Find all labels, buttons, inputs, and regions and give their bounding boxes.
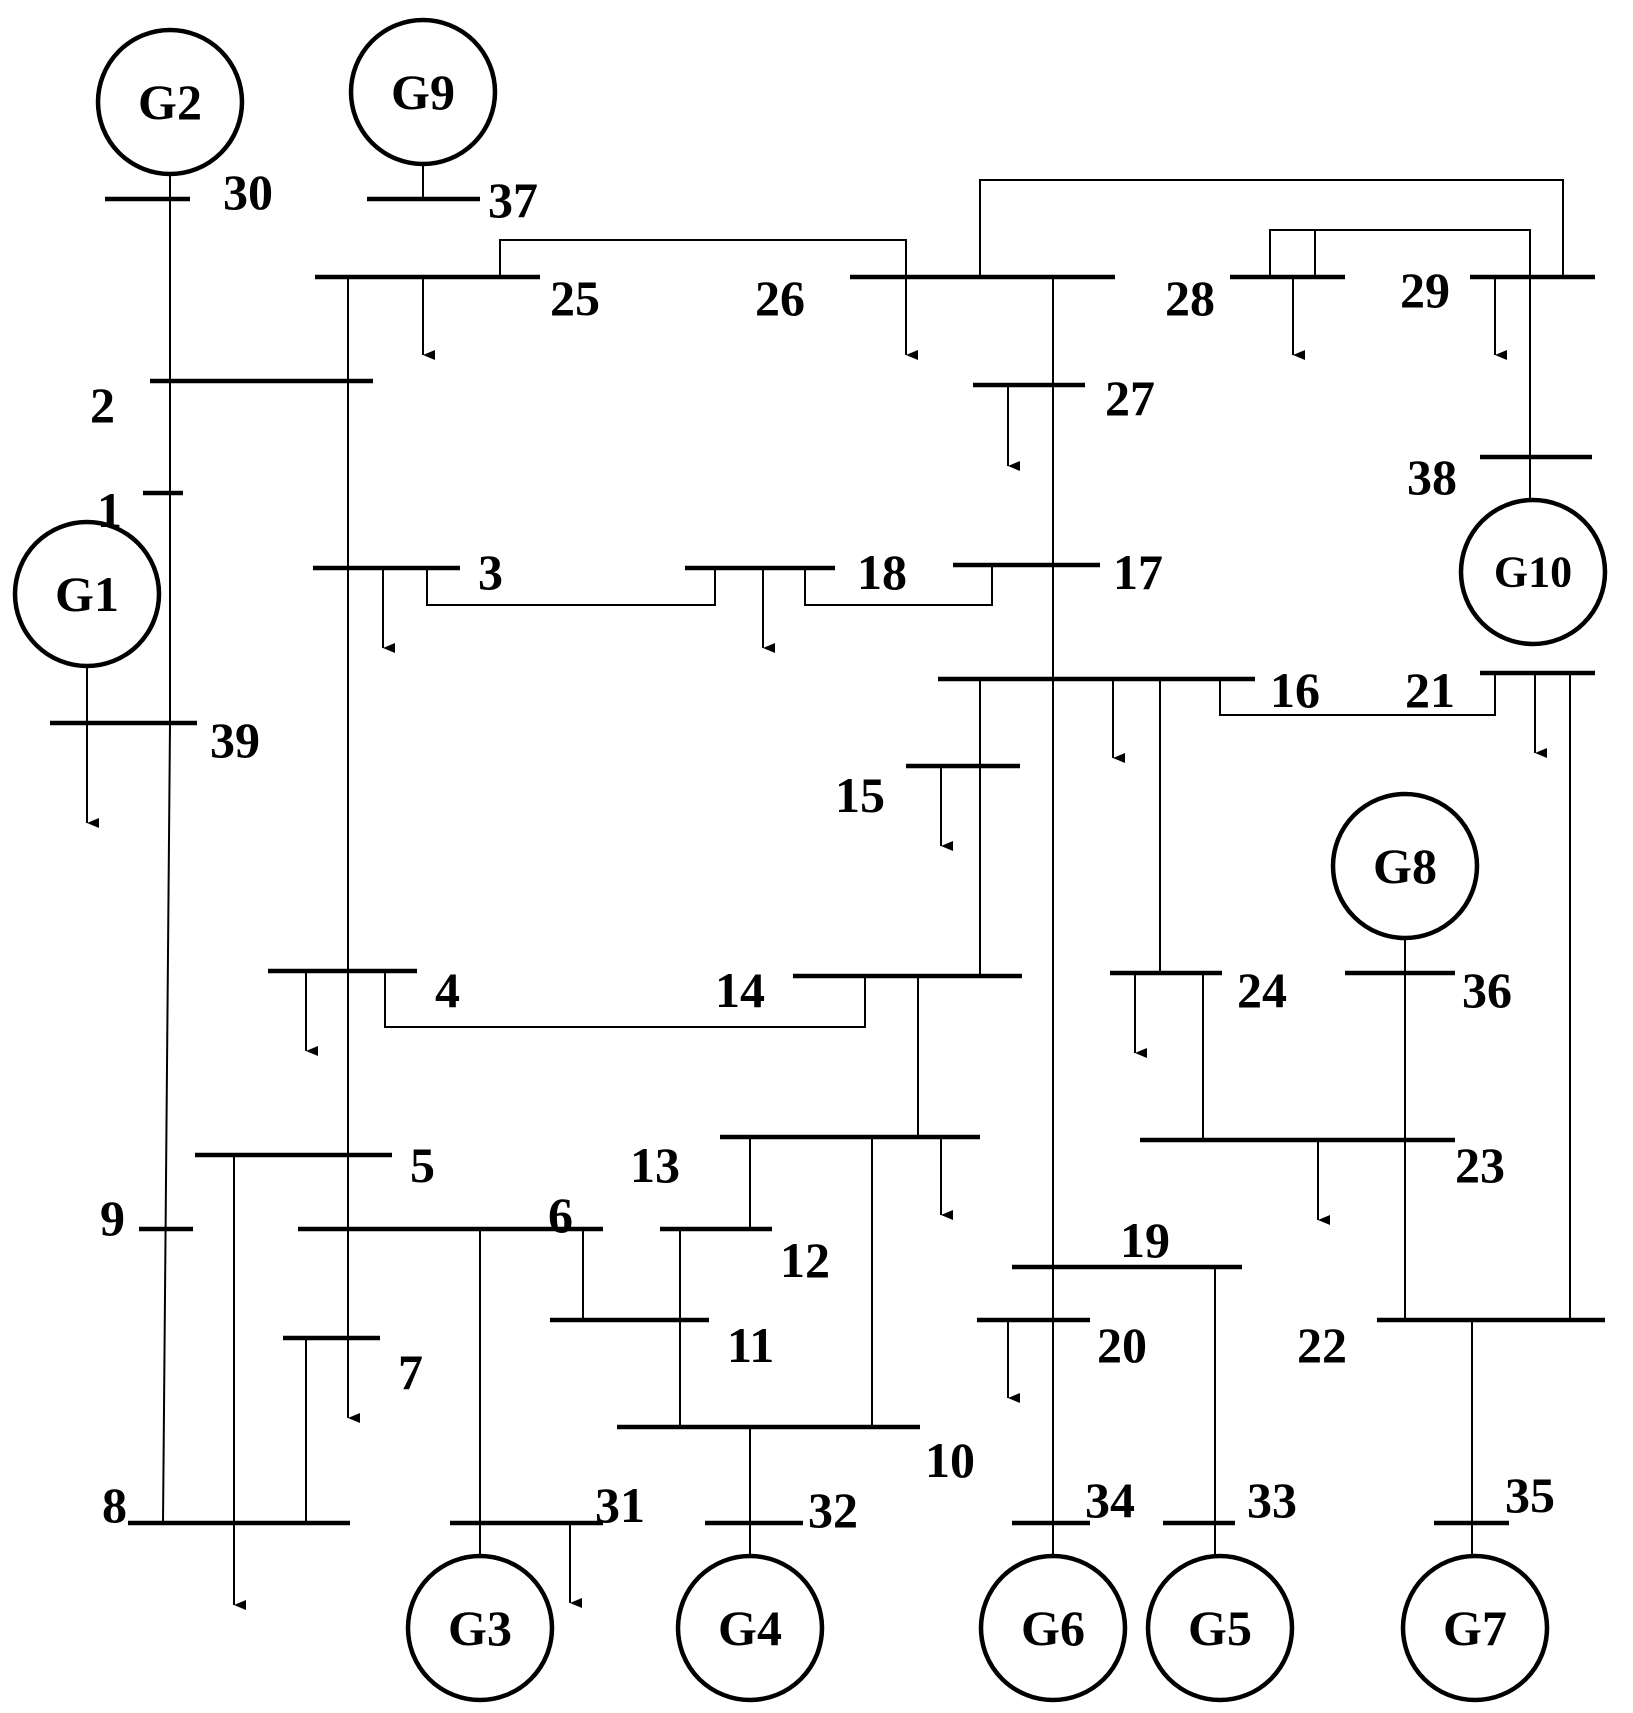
bus-label-39: 39 <box>210 712 260 768</box>
generator-g3-circle <box>405 1553 555 1703</box>
bus-label-18: 18 <box>857 544 907 600</box>
generator-label-g5: G5 <box>1188 1600 1252 1656</box>
bus-label-14: 14 <box>715 962 765 1018</box>
generators-layer <box>12 17 1608 1703</box>
bus-label-1: 1 <box>97 482 122 538</box>
generator-g5-circle <box>1145 1553 1295 1703</box>
generator-label-g4: G4 <box>718 1600 782 1656</box>
bus-label-21: 21 <box>1405 662 1455 718</box>
bus-label-16: 16 <box>1270 662 1320 718</box>
generator-g8-circle <box>1330 791 1480 941</box>
generator-label-g1: G1 <box>55 566 119 622</box>
bus-label-8: 8 <box>102 1477 127 1533</box>
bus-label-35: 35 <box>1505 1467 1555 1523</box>
bus-label-22: 22 <box>1297 1317 1347 1373</box>
generator-label-g2: G2 <box>138 74 202 130</box>
loads-layer <box>86 277 1547 1610</box>
generator-g9-circle <box>348 17 498 167</box>
connection-line-7 <box>1269 229 1316 277</box>
connection-line-14 <box>1219 673 1496 716</box>
bus-label-33: 33 <box>1247 1472 1297 1528</box>
bus-label-15: 15 <box>835 767 885 823</box>
generator-g6-circle <box>978 1553 1128 1703</box>
connection-line-11 <box>804 565 993 606</box>
connection-line-16 <box>384 971 866 1028</box>
bus-label-4: 4 <box>435 962 460 1018</box>
generator-g7-circle <box>1400 1553 1550 1703</box>
generator-label-g6: G6 <box>1021 1600 1085 1656</box>
bus-label-7: 7 <box>398 1344 423 1400</box>
bus-label-24: 24 <box>1237 962 1287 1018</box>
bus-label-23: 23 <box>1455 1137 1505 1193</box>
bus-label-17: 17 <box>1113 544 1163 600</box>
bus-label-9: 9 <box>100 1190 125 1246</box>
generator-label-g3: G3 <box>448 1600 512 1656</box>
connection-line-10 <box>426 568 716 606</box>
bus-label-11: 11 <box>727 1317 774 1373</box>
generator-label-g8: G8 <box>1373 838 1437 894</box>
generator-g10-circle <box>1458 497 1608 647</box>
bus-label-5: 5 <box>410 1137 435 1193</box>
bus-label-20: 20 <box>1097 1317 1147 1373</box>
bus-label-13: 13 <box>630 1137 680 1193</box>
connection-line-4 <box>499 239 907 277</box>
bus-label-6: 6 <box>548 1187 573 1243</box>
bus-label-28: 28 <box>1165 270 1215 326</box>
bus-label-36: 36 <box>1462 962 1512 1018</box>
generator-g2-circle <box>95 27 245 177</box>
connection-line-5 <box>979 179 1564 277</box>
bus-label-34: 34 <box>1085 1472 1135 1528</box>
bus-label-25: 25 <box>550 270 600 326</box>
connection-line-8 <box>1315 229 1531 500</box>
generator-label-g10: G10 <box>1494 548 1572 597</box>
buses-layer <box>50 196 1605 1526</box>
generator-label-g9: G9 <box>391 64 455 120</box>
bus-label-29: 29 <box>1400 262 1450 318</box>
bus-label-3: 3 <box>478 544 503 600</box>
bus-label-27: 27 <box>1105 370 1155 426</box>
bus-label-10: 10 <box>925 1432 975 1488</box>
bus-label-38: 38 <box>1407 449 1457 505</box>
labels-layer: 1234567891011121314151617181920212223242… <box>55 64 1572 1656</box>
bus-label-32: 32 <box>808 1482 858 1538</box>
generator-g1-circle <box>12 519 162 669</box>
bus-label-31: 31 <box>595 1477 645 1533</box>
bus-label-12: 12 <box>780 1232 830 1288</box>
bus-label-19: 19 <box>1120 1212 1170 1268</box>
connection-line-1 <box>162 174 171 1524</box>
bus-label-26: 26 <box>755 270 805 326</box>
bus-label-30: 30 <box>223 164 273 220</box>
bus-label-2: 2 <box>90 377 115 433</box>
generator-g4-circle <box>675 1553 825 1703</box>
generator-label-g7: G7 <box>1443 1600 1507 1656</box>
lines-layer <box>86 164 1571 1556</box>
bus-label-37: 37 <box>488 172 538 228</box>
